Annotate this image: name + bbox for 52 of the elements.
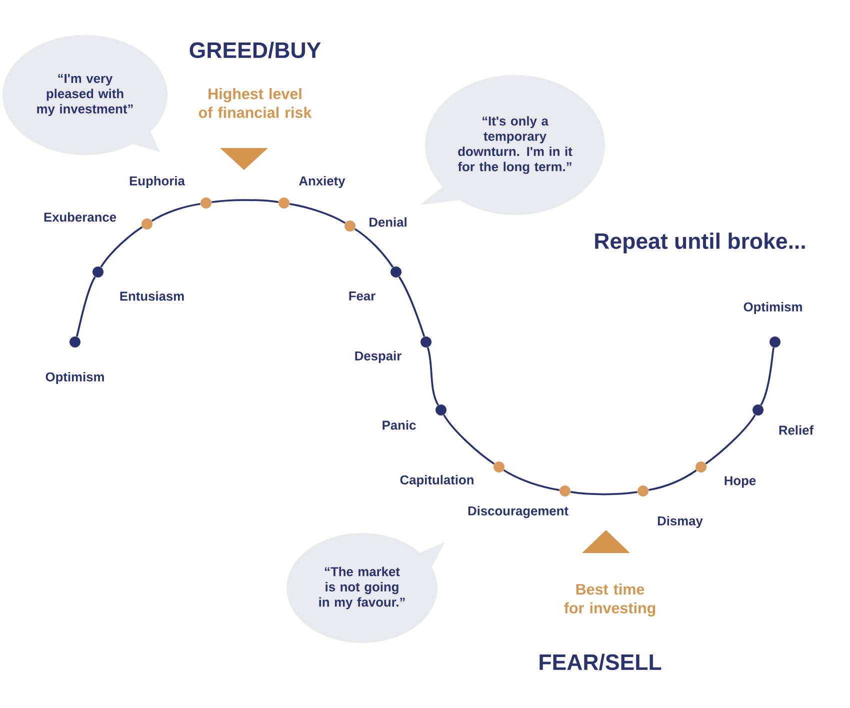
- speech-bubble: “The market is not going in my favour.”: [286, 533, 445, 643]
- dot: [390, 266, 402, 278]
- stage-label: Panic: [382, 420, 416, 430]
- dot: [344, 220, 356, 232]
- stage-label: Entusiasm: [120, 291, 184, 301]
- curve-segment: [503, 469, 560, 491]
- dot: [142, 218, 152, 230]
- dot: [696, 462, 707, 472]
- stage-label: Optimism: [744, 302, 802, 314]
- dot: [200, 198, 212, 208]
- stage-label: Dismay: [658, 516, 703, 528]
- title-label: FEAR/SELL: [540, 654, 662, 670]
- dot: [770, 336, 781, 348]
- stage-label: Relief: [779, 425, 814, 435]
- curve-segment: [151, 202, 200, 222]
- dot: [92, 266, 104, 278]
- dot: [436, 404, 446, 416]
- stage-label: Exuberance: [44, 212, 116, 222]
- dot: [278, 198, 290, 208]
- stage-label: Capitulation: [400, 475, 474, 487]
- investing-label: Best time for investing: [564, 584, 656, 617]
- dot: [560, 486, 570, 496]
- dot: [70, 336, 80, 348]
- stage-label: Optimism: [46, 372, 104, 384]
- dot: [494, 462, 504, 472]
- stage-label: Anxiety: [299, 176, 346, 188]
- curve-segment: [290, 202, 346, 224]
- curve-segment: [648, 470, 697, 491]
- risk-label: Highest level of financial risk: [198, 88, 312, 118]
- stage-label: Discouragement: [468, 506, 568, 518]
- dot: [420, 336, 432, 348]
- curve-segment: [705, 414, 756, 464]
- title-label: GREED/BUY: [190, 42, 321, 58]
- curve-segment: [760, 347, 775, 406]
- stage-label: Despair: [355, 351, 402, 363]
- curve-segment: [100, 226, 143, 268]
- curve-segment: [398, 276, 426, 337]
- curve-segment: [76, 276, 96, 337]
- speech-bubble: “It's only a temporary downturn. I'm in it for the long term.”: [420, 75, 605, 215]
- slogan-label: Repeat until broke...: [595, 232, 805, 254]
- dot: [752, 404, 764, 416]
- curve-segment: [570, 491, 638, 496]
- stage-label: Denial: [370, 217, 406, 227]
- stage-label: Euphoria: [130, 176, 185, 188]
- curve-segment: [354, 228, 394, 268]
- stage-label: Hope: [724, 476, 756, 488]
- curve-segment: [212, 199, 278, 204]
- curve-segment: [426, 347, 439, 406]
- speech-bubble: “I'm very pleased with my investment”: [2, 35, 168, 155]
- stage-label: Fear: [349, 292, 376, 300]
- curve-segment: [443, 414, 495, 465]
- dot: [638, 486, 648, 496]
